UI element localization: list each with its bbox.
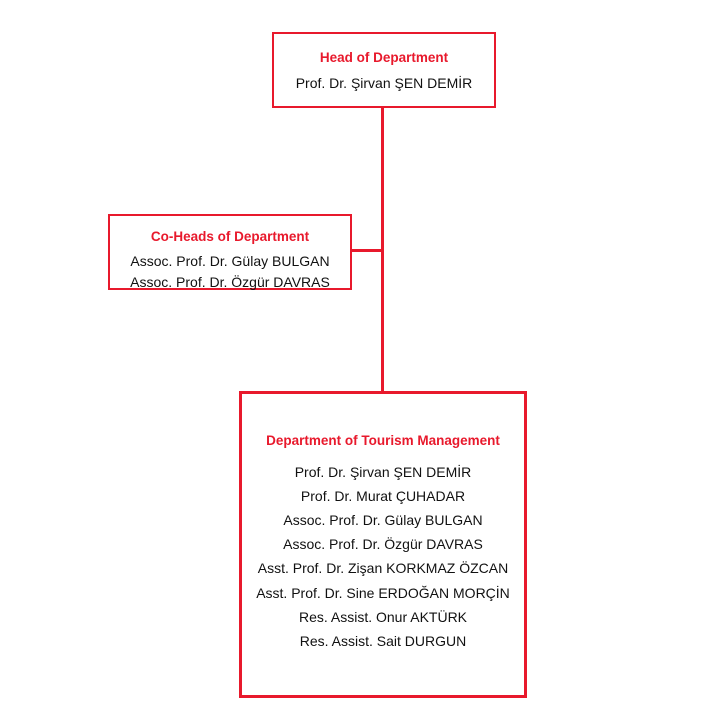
node-title-head: Head of Department <box>319 50 449 65</box>
node-member: Prof. Dr. Şirvan ŞEN DEMİR <box>294 463 472 480</box>
connector-branch-coheads <box>350 249 383 252</box>
node-department-of-tourism-management[interactable]: Department of Tourism Management Prof. D… <box>239 391 527 698</box>
node-member: Asst. Prof. Dr. Sine ERDOĞAN MORÇİN <box>256 584 510 601</box>
node-member: Prof. Dr. Murat ÇUHADAR <box>300 487 466 504</box>
node-member: Prof. Dr. Şirvan ŞEN DEMİR <box>295 74 473 91</box>
node-member: Assoc. Prof. Dr. Özgür DAVRAS <box>130 274 330 291</box>
node-title-department: Department of Tourism Management <box>266 433 500 448</box>
node-member: Res. Assist. Onur AKTÜRK <box>298 608 468 625</box>
node-member: Assoc. Prof. Dr. Gülay BULGAN <box>283 512 483 528</box>
node-member: Asst. Prof. Dr. Zişan KORKMAZ ÖZCAN <box>257 560 509 577</box>
node-head-of-department[interactable]: Head of Department Prof. Dr. Şirvan ŞEN … <box>272 32 496 108</box>
node-member: Assoc. Prof. Dr. Özgür DAVRAS <box>283 536 483 553</box>
node-co-heads-of-department[interactable]: Co-Heads of Department Assoc. Prof. Dr. … <box>108 214 352 290</box>
node-title-coheads: Co-Heads of Department <box>150 229 310 244</box>
node-member: Res. Assist. Sait DURGUN <box>299 633 467 650</box>
node-member: Assoc. Prof. Dr. Gülay BULGAN <box>130 252 330 269</box>
